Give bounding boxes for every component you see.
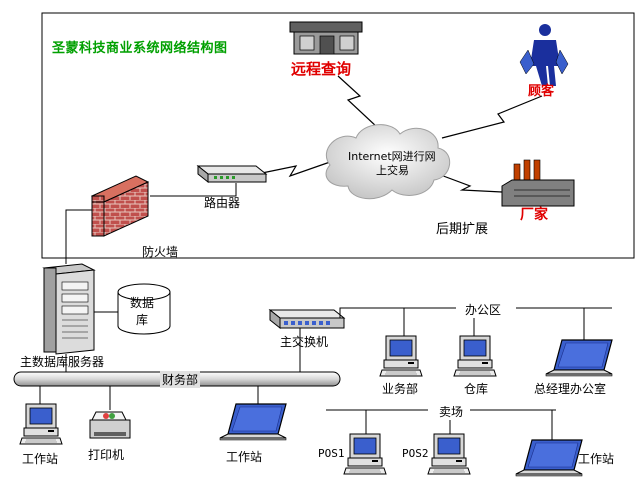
label-pos1: POS1 [318, 447, 345, 460]
warehouse-pc-icon [453, 335, 497, 377]
label-router: 路由器 [204, 196, 241, 210]
label-customer: 顾客 [528, 84, 555, 99]
label-database-2: 库 [136, 313, 149, 327]
label-workstation-mid: 工作站 [226, 450, 263, 464]
router-icon [196, 164, 268, 184]
label-internet-line1: Internet网进行网 [348, 150, 436, 163]
customer-person-icon [519, 24, 569, 86]
label-business-dept: 业务部 [382, 382, 419, 396]
label-future-expansion: 后期扩展 [436, 222, 489, 237]
remote-query-building-icon [289, 21, 363, 55]
internet-boundary [41, 12, 635, 259]
diagram-title: 圣蒙科技商业系统网络结构图 [52, 41, 228, 56]
label-warehouse: 仓库 [464, 382, 489, 396]
label-finance-dept: 财务部 [160, 371, 201, 388]
firewall-router-line [150, 183, 237, 197]
label-main-switch: 主交换机 [280, 335, 329, 349]
internet-cloud [325, 124, 450, 200]
label-firewall: 防火墙 [142, 245, 179, 259]
label-gm-office: 总经理办公室 [534, 382, 607, 396]
main-switch-icon [268, 308, 346, 330]
factory-icon [501, 159, 575, 207]
printer-icon [89, 411, 131, 439]
label-pos2: POS2 [402, 447, 429, 460]
label-store: 卖场 [436, 403, 467, 420]
label-main-db-server: 主数据库服务器 [20, 355, 105, 369]
gm-laptop-icon [545, 339, 613, 377]
label-remote-query: 远程查询 [291, 60, 352, 78]
finance-pc-icon [19, 403, 63, 445]
label-printer: 打印机 [88, 448, 125, 462]
link-router [261, 161, 331, 178]
link-customer [441, 95, 543, 139]
link-remote-query [337, 75, 379, 129]
store-laptop-icon [515, 439, 583, 477]
label-factory: 厂家 [520, 207, 548, 223]
server-tower-icon [42, 263, 96, 355]
pos1-pc-icon [343, 433, 387, 475]
label-workstation-left: 工作站 [22, 452, 59, 466]
label-workstation-right: 工作站 [578, 452, 615, 466]
label-office-area: 办公区 [462, 301, 505, 318]
label-internet-line2: 上交易 [376, 164, 409, 177]
business-pc-icon [379, 335, 423, 377]
pos2-pc-icon [427, 433, 471, 475]
server-firewall-line [65, 209, 92, 264]
switch-office-line [339, 307, 456, 318]
label-database-1: 数据 [130, 296, 155, 310]
link-factory [437, 173, 503, 193]
finance-laptop-icon [219, 403, 287, 441]
firewall-icon [90, 175, 150, 237]
database-cylinder-icon [117, 283, 171, 335]
